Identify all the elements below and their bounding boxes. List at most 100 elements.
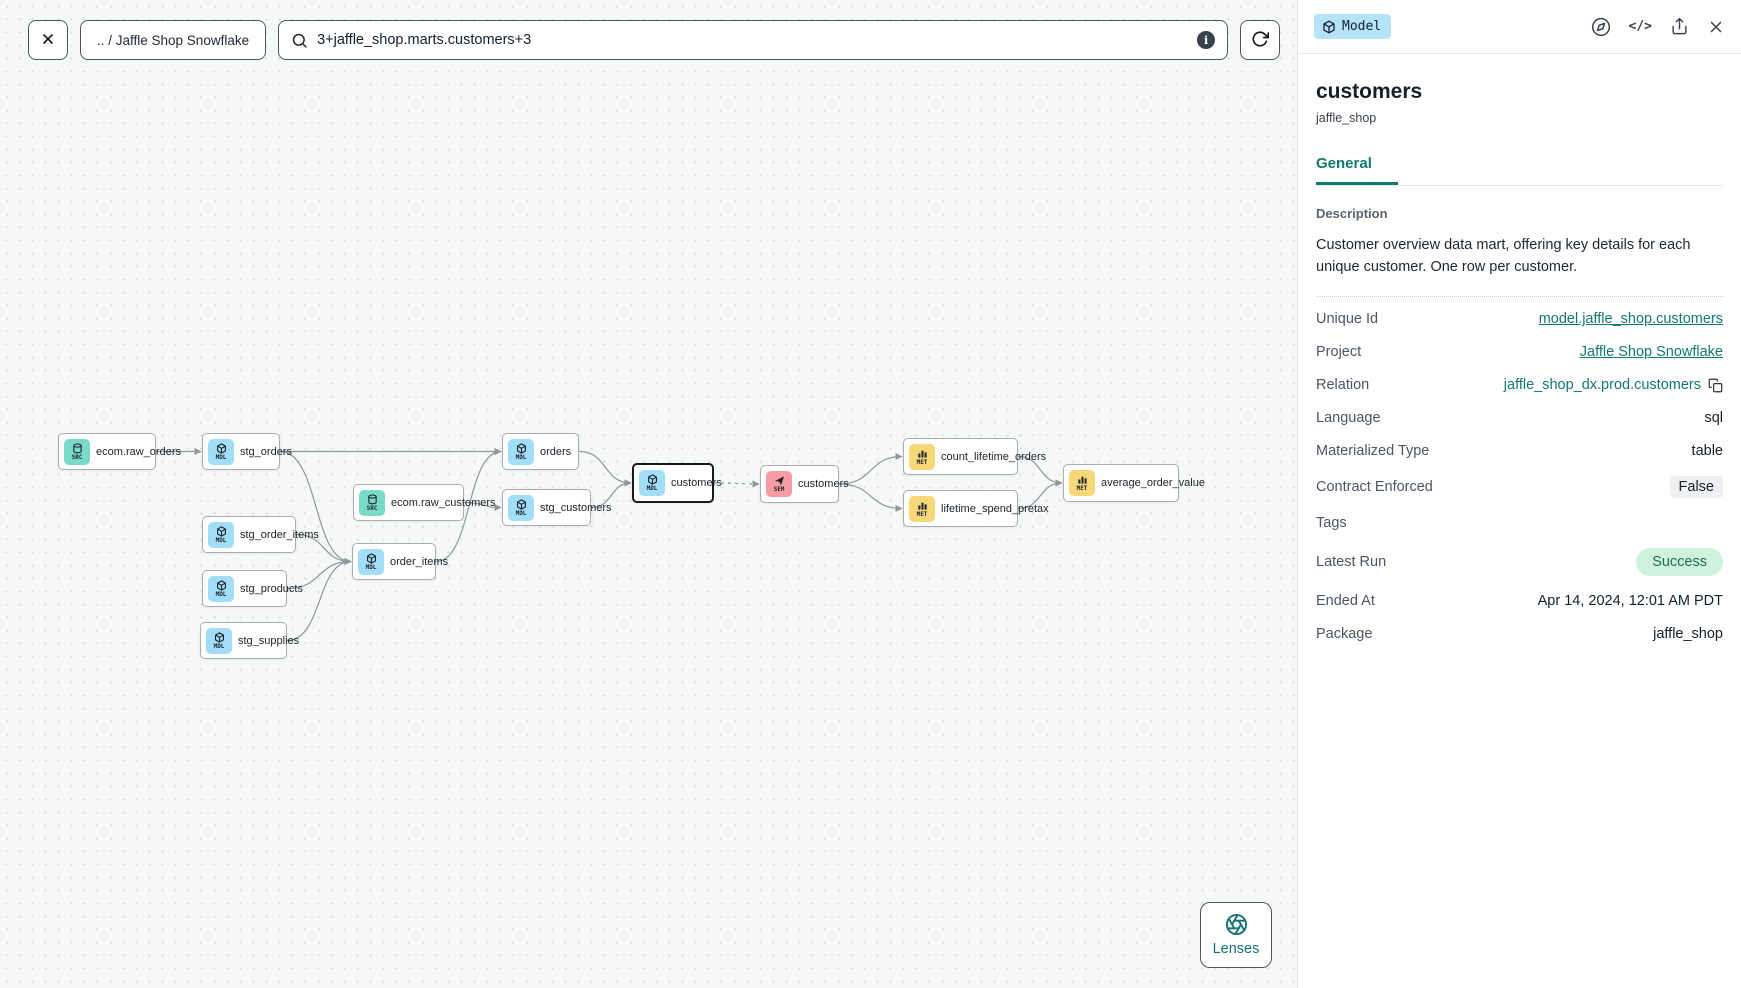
- cube-icon: MDL: [206, 627, 232, 654]
- node-label: average_order_value: [1101, 477, 1205, 489]
- field-value: Apr 14, 2024, 12:01 AM PDT: [1538, 593, 1723, 609]
- aperture-icon: [1225, 913, 1248, 936]
- field-label: Project: [1316, 344, 1362, 361]
- field-value-text: Apr 14, 2024, 12:01 AM PDT: [1537, 593, 1723, 610]
- general-section: Description Customer overview data mart,…: [1316, 206, 1723, 651]
- lineage-node-ecom_raw_orders[interactable]: SRC ecom.raw_orders: [58, 433, 181, 470]
- details-panel: Model </>: [1297, 0, 1741, 988]
- field-label: Latest Run: [1316, 554, 1387, 571]
- code-icon: </>: [1628, 19, 1652, 34]
- field-value: Jaffle Shop Snowflake: [1580, 344, 1723, 360]
- bar-chart-icon: MET: [909, 495, 935, 522]
- field-value: jaffle_shop_dx.prod.customers: [1504, 377, 1723, 393]
- node-type-code: SRC: [366, 504, 378, 512]
- node-label: stg_supplies: [238, 634, 300, 647]
- description-text: Customer overview data mart, offering ke…: [1316, 237, 1691, 276]
- lineage-node-stg_supplies[interactable]: MDL stg_supplies: [200, 622, 299, 659]
- field-value: model.jaffle_shop.customers: [1539, 311, 1723, 327]
- node-label: ecom.raw_orders: [96, 445, 181, 458]
- share-icon: [1670, 17, 1689, 36]
- panel-tabs: General: [1316, 155, 1723, 186]
- lineage-node-count_lifetime_orders[interactable]: MET count_lifetime_orders: [903, 438, 1046, 475]
- node-type-code: MET: [1076, 485, 1088, 492]
- node-label: customers: [671, 477, 722, 489]
- lineage-node-order_items[interactable]: MDL order_items: [352, 543, 448, 580]
- node-label: stg_order_items: [240, 528, 319, 541]
- database-icon: SRC: [64, 438, 90, 465]
- database-icon: SRC: [359, 489, 385, 516]
- field-value-text: sql: [1704, 410, 1723, 427]
- close-icon: [1707, 18, 1725, 36]
- node-type-code: SEM: [773, 486, 785, 493]
- lenses-button[interactable]: Lenses: [1200, 902, 1272, 968]
- field-label: Tags: [1316, 515, 1347, 532]
- package-subtitle: jaffle_shop: [1316, 111, 1377, 125]
- panel-actions: </>: [1591, 17, 1725, 37]
- panel-header: Model </>: [1298, 0, 1741, 54]
- refresh-button[interactable]: [1240, 20, 1281, 60]
- node-label: stg_orders: [240, 445, 292, 458]
- lineage-node-orders[interactable]: MDL orders: [502, 433, 579, 470]
- info-icon[interactable]: i: [1197, 31, 1216, 49]
- node-type-code: SRC: [71, 453, 83, 461]
- search-input[interactable]: [317, 32, 1189, 48]
- resource-type-badge: Model: [1314, 14, 1392, 39]
- node-type-code: MDL: [515, 453, 527, 461]
- lineage-node-stg_orders[interactable]: MDL stg_orders: [202, 433, 292, 470]
- cube-icon: MDL: [208, 521, 234, 548]
- close-lineage-button[interactable]: [28, 20, 68, 60]
- field-value-text[interactable]: model.jaffle_shop.customers: [1538, 311, 1723, 328]
- close-panel-button[interactable]: [1707, 18, 1725, 36]
- page-title: customers: [1316, 80, 1423, 103]
- node-label: order_items: [390, 555, 449, 568]
- node-type-code: MDL: [215, 453, 227, 461]
- field-value-text: table: [1691, 443, 1723, 460]
- lineage-node-lifetime_spend_pretax[interactable]: MET lifetime_spend_pretax: [903, 490, 1049, 527]
- node-type-code: MDL: [215, 590, 227, 598]
- tab-general[interactable]: General: [1316, 155, 1398, 185]
- search-bar[interactable]: i: [278, 20, 1229, 60]
- node-label: lifetime_spend_pretax: [941, 502, 1049, 515]
- field-value: jaffle_shop: [1653, 626, 1723, 642]
- node-type-code: MDL: [365, 563, 377, 571]
- explore-lineage-button[interactable]: [1591, 17, 1611, 37]
- node-label: orders: [540, 445, 572, 458]
- badge-label: Model: [1342, 19, 1382, 34]
- lenses-label: Lenses: [1212, 941, 1260, 957]
- copy-icon[interactable]: [1708, 378, 1723, 393]
- lineage-node-stg_order_items[interactable]: MDL stg_order_items: [202, 516, 319, 553]
- node-type-code: MET: [916, 510, 928, 518]
- cube-icon: MDL: [508, 494, 534, 521]
- field-row-tags: Tags: [1316, 507, 1723, 540]
- send-icon: SEM: [766, 471, 792, 497]
- node-label: count_lifetime_orders: [941, 450, 1047, 463]
- field-row-latest-run: Latest Run Success: [1316, 540, 1723, 585]
- field-value-text[interactable]: Jaffle Shop Snowflake: [1579, 344, 1723, 361]
- bar-chart-icon: MET: [909, 443, 935, 470]
- share-button[interactable]: [1670, 17, 1689, 36]
- lineage-node-customers[interactable]: MDL customers: [632, 463, 722, 503]
- cube-icon: MDL: [358, 548, 384, 575]
- node-type-code: MDL: [213, 642, 225, 650]
- view-code-button[interactable]: </>: [1629, 19, 1652, 34]
- breadcrumb[interactable]: .. / Jaffle Shop Snowflake: [80, 20, 267, 60]
- lineage-topbar: .. / Jaffle Shop Snowflake i: [28, 20, 1281, 60]
- field-value: Success: [1636, 548, 1723, 577]
- lineage-node-average_order_value[interactable]: MET average_order_value: [1063, 464, 1205, 502]
- description-label: Description: [1316, 206, 1388, 221]
- cube-icon: MDL: [639, 470, 665, 496]
- field-value: table: [1692, 443, 1723, 459]
- cube-icon: MDL: [208, 438, 234, 465]
- field-label: Contract Enforced: [1316, 479, 1433, 496]
